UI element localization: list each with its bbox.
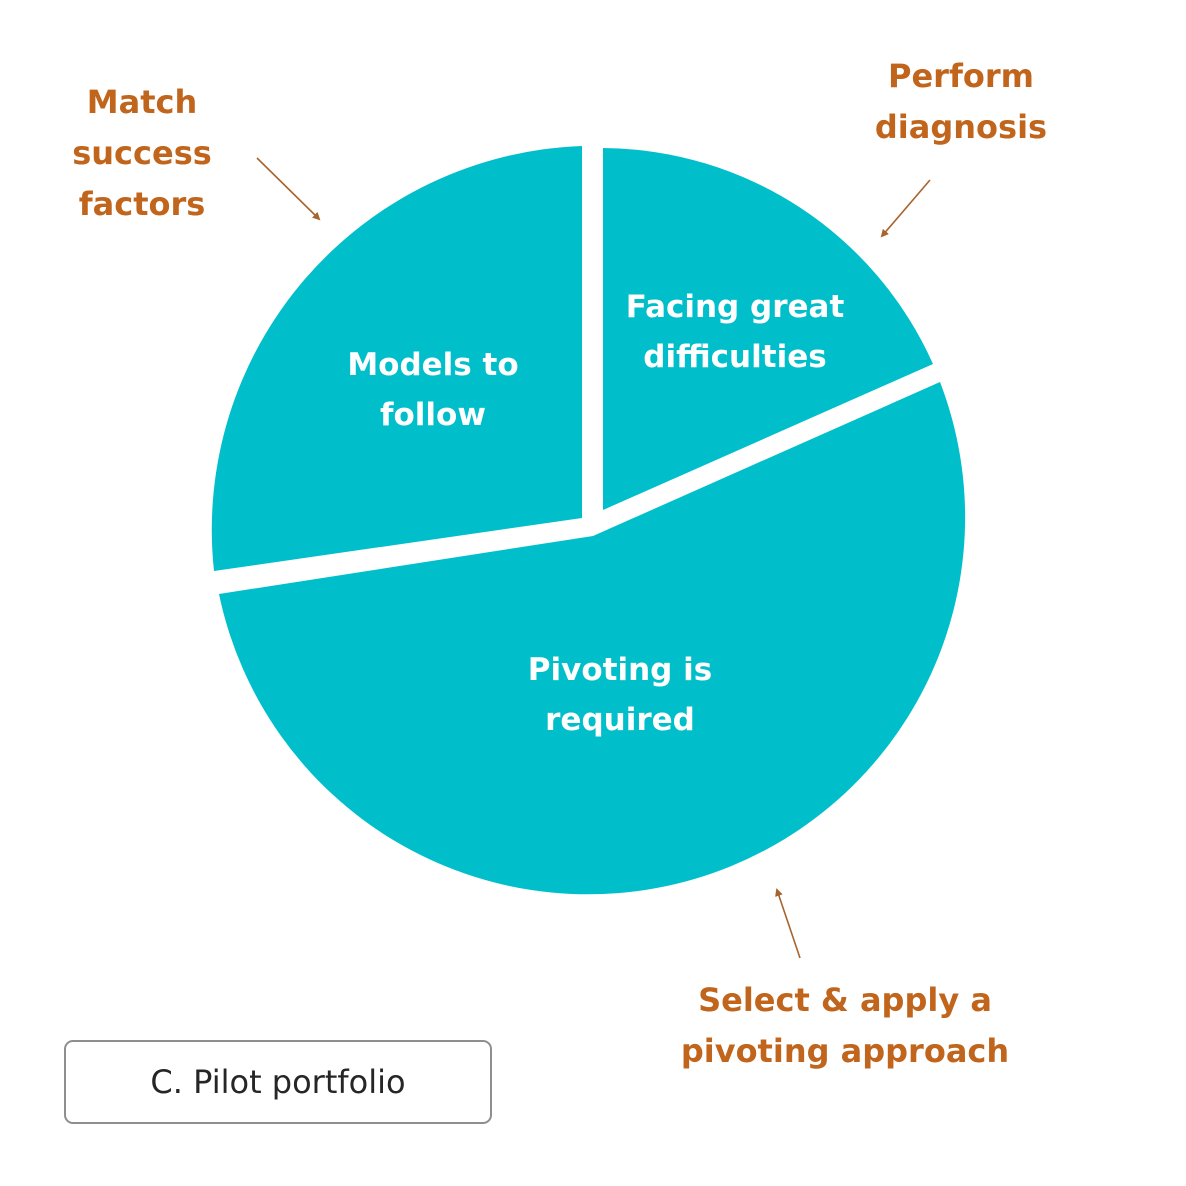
portfolio-caption-box: C. Pilot portfolio <box>64 1040 492 1124</box>
annotation-select-apply-pivoting-approach: Select & apply a pivoting approach <box>680 981 1010 1070</box>
slice-pivoting-is-required <box>219 382 966 895</box>
slice-label-pivoting-is-required: Pivoting is required <box>527 652 713 738</box>
slice-models-to-follow <box>211 146 582 571</box>
portfolio-caption-label: C. Pilot portfolio <box>150 1063 406 1101</box>
arrow-down-right-icon <box>256 157 321 221</box>
annotation-match-success-factors: Match success factors <box>72 83 212 223</box>
slice-label-facing-great-difficulties: Facing great difficulties <box>625 289 845 375</box>
arrow-down-left-icon <box>880 179 931 238</box>
slice-label-models-to-follow: Models to follow <box>347 347 519 433</box>
slice-facing-great-difficulties <box>603 148 933 510</box>
annotation-perform-diagnosis: Perform diagnosis <box>874 57 1048 146</box>
arrow-up-icon <box>775 888 801 959</box>
